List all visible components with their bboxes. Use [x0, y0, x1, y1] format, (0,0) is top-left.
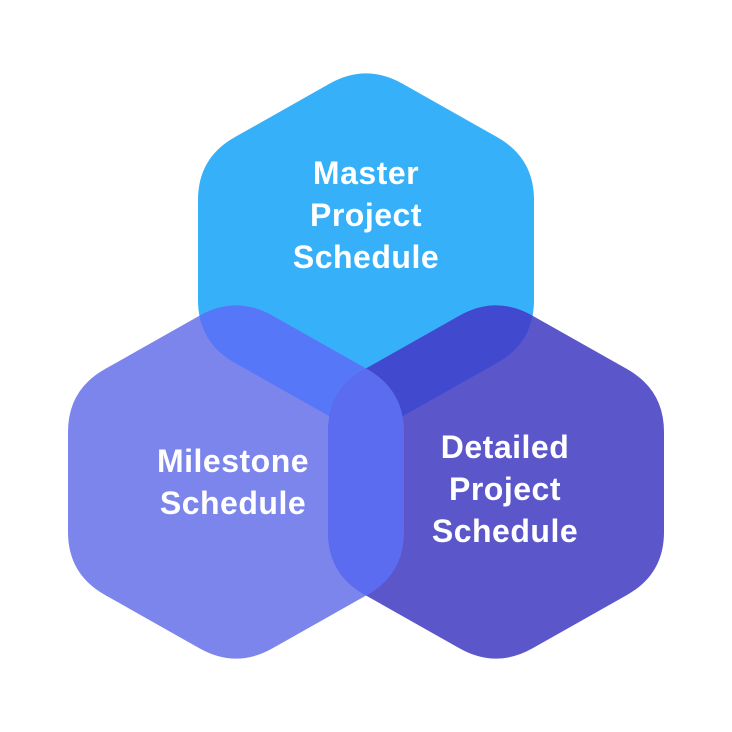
- milestone-label-line-1: Milestone: [157, 443, 309, 479]
- hexagon-detailed-label: Detailed Project Schedule: [432, 429, 578, 549]
- detailed-label-line-2: Project: [449, 471, 561, 507]
- hexagon-milestone-label: Milestone Schedule: [157, 443, 309, 521]
- hexagon-master-label: Master Project Schedule: [293, 155, 439, 275]
- master-label-line-3: Schedule: [293, 239, 439, 275]
- master-label-line-2: Project: [310, 197, 422, 233]
- detailed-label-line-1: Detailed: [441, 429, 569, 465]
- detailed-label-line-3: Schedule: [432, 513, 578, 549]
- milestone-label-line-2: Schedule: [160, 485, 306, 521]
- master-label-line-1: Master: [313, 155, 419, 191]
